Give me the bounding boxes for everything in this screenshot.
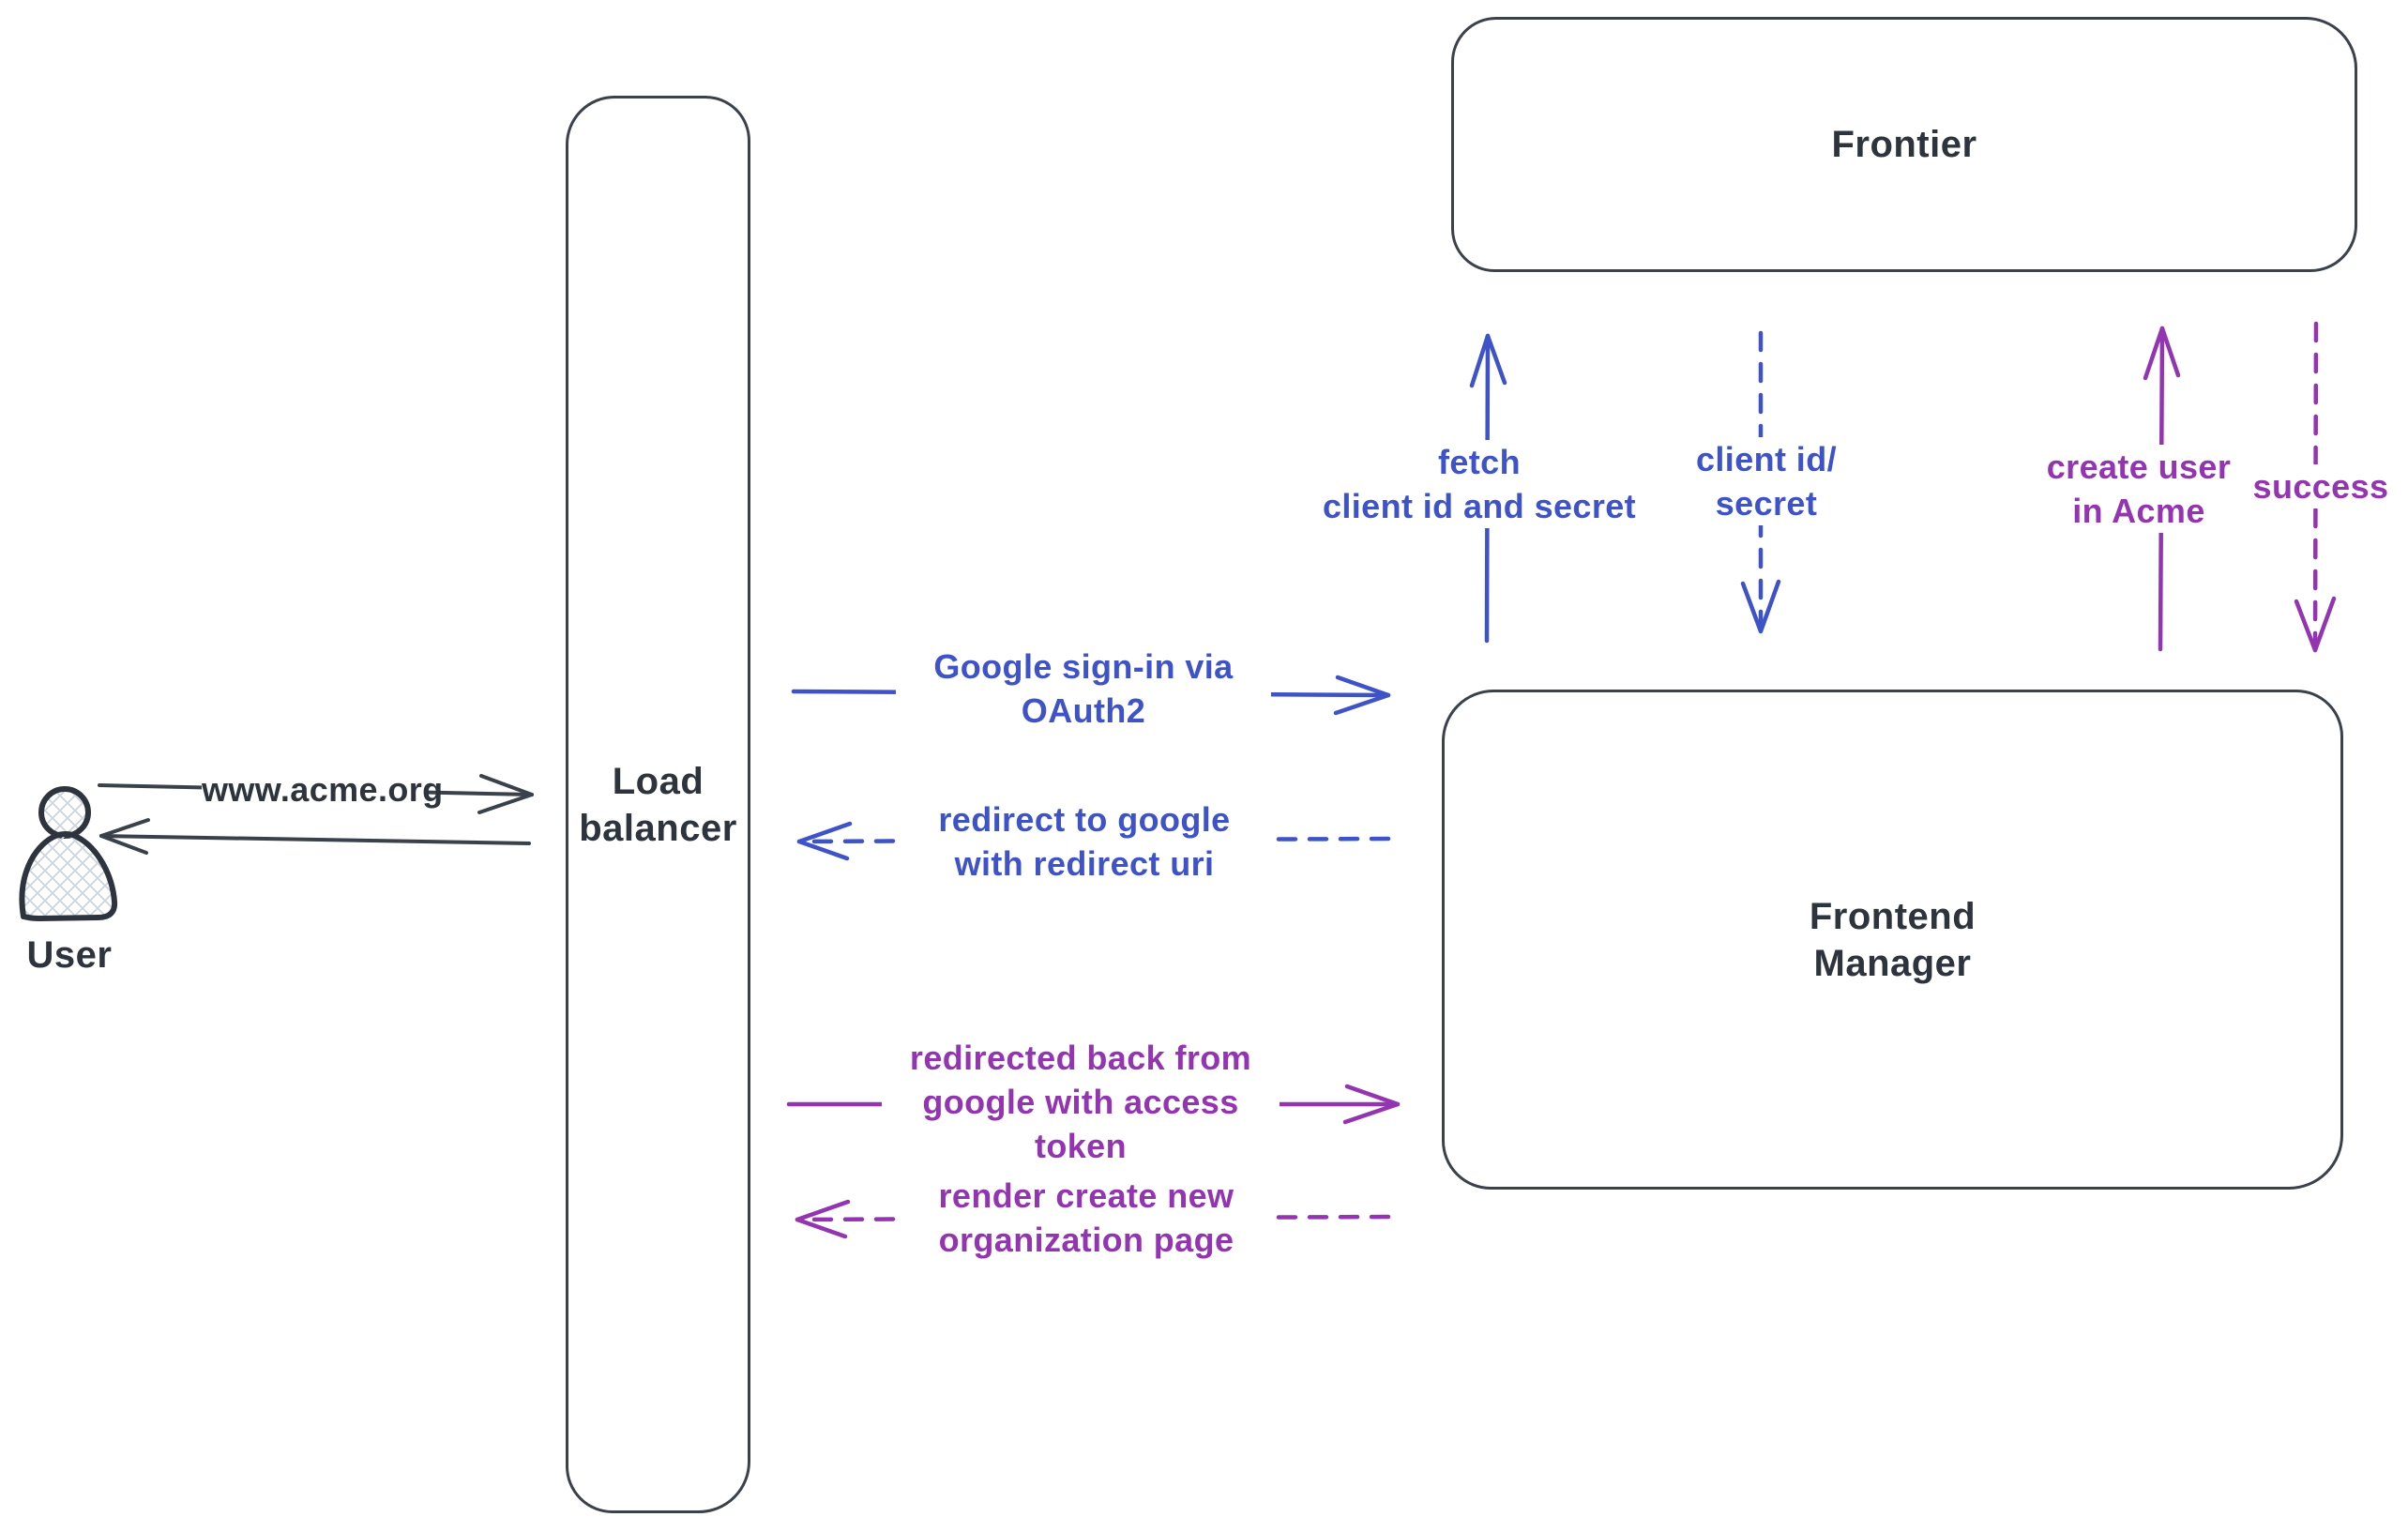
edge-label-redirected-back: redirected back from google with access …	[882, 1036, 1280, 1168]
load-balancer-label: Load balancer	[579, 760, 737, 849]
edge-label-user-request: www.acme.org	[202, 767, 443, 812]
edge-label-success: success	[2238, 464, 2403, 508]
edge-label-client-id-secret: client id/ secret	[1673, 437, 1860, 525]
edge-label-google-sign-in: Google sign-in via OAuth2	[896, 645, 1271, 733]
node-load-balancer: Load balancer	[566, 96, 750, 1513]
edge-label-render-org-page: render create new organization page	[899, 1174, 1274, 1262]
edge-label-create-user: create user in Acme	[2026, 445, 2251, 533]
frontend-manager-label: Frontend Manager	[1809, 895, 1976, 984]
edge-label-fetch-client-id: fetch client id and secret	[1292, 440, 1667, 528]
node-frontier: Frontier	[1451, 17, 2357, 272]
node-frontend-manager: Frontend Manager	[1442, 690, 2343, 1190]
arrow-user-response	[99, 818, 531, 855]
arrow-client-id-secret	[1740, 330, 1781, 634]
person-icon	[19, 786, 118, 921]
edge-label-redirect-to-google: redirect to google with redirect uri	[897, 797, 1272, 886]
frontier-label: Frontier	[1831, 124, 1977, 165]
user-label: User	[26, 934, 113, 976]
